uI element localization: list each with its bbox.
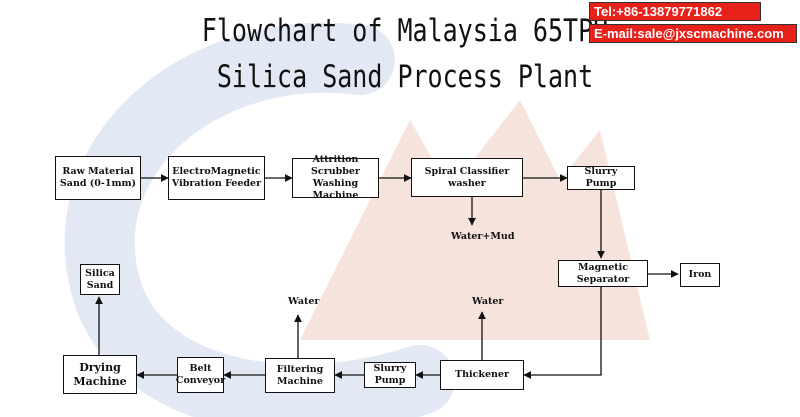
node-attrition-scrubber: Attrition Scrubber Washing Machine [292,154,379,201]
output-water-mud: Water+Mud [451,231,515,242]
contact-phone: Tel:+86-13879771862 [589,2,761,21]
node-drying-machine: Drying Machine [63,355,137,394]
node-belt-conveyor: Belt Conveyor [176,357,225,393]
arrow-separator-to-thickener [523,287,602,379]
output-water-filter: Water [288,296,320,307]
page-title-line2: Silica Sand Process Plant [216,58,594,95]
contact-email: E-mail:sale@jxscmachine.com [589,24,797,43]
node-slurry-pump-1: Slurry Pump [567,166,635,190]
node-spiral-classifier: Spiral Classifier washer [411,158,523,197]
node-filtering-machine: Filtering Machine [265,358,335,393]
node-thickener: Thickener [440,360,524,390]
node-silica-sand: Silica Sand [80,264,120,295]
node-slurry-pump-2: Slurry Pump [364,362,416,388]
node-iron: Iron [680,263,720,287]
page-title-line1: Flowchart of Malaysia 65TPH [201,12,609,49]
node-raw-material: Raw Material Sand (0-1mm) [55,156,141,200]
output-water-thickener: Water [472,296,504,307]
node-magnetic-separator: Magnetic Separator [558,260,648,287]
node-vibration-feeder: ElectroMagnetic Vibration Feeder [168,156,265,200]
